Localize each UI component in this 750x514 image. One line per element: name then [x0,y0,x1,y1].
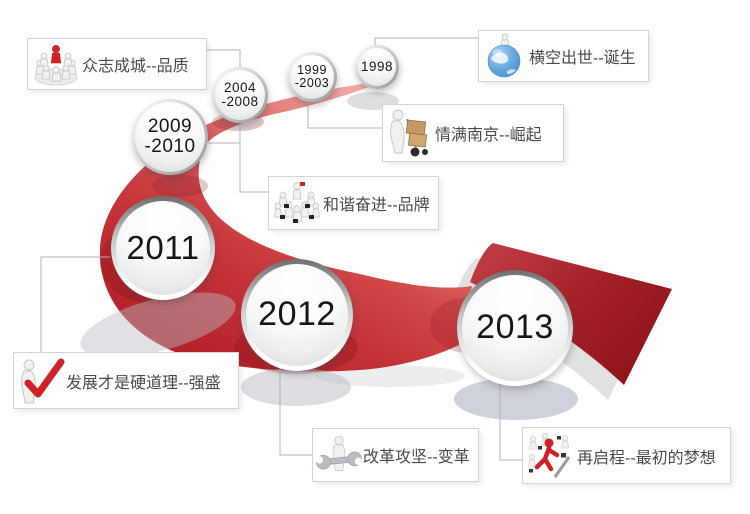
hand-truck-figure-icon [385,107,435,159]
year-node-2004-2008: 2004-2008 [212,67,268,123]
wrench-figure-icon [315,431,363,479]
year-node-2009-2010: 2009-2010 [132,99,208,175]
callout-mengxiang: 再启程--最初的梦想 [522,427,731,484]
crowd-podium-icon [30,41,82,87]
callout-pinzhi: 众志成城--品质 [27,38,207,90]
shadow-2012 [241,368,351,406]
checkmark-figure-icon [16,356,66,406]
callout-jueqi: 情满南京--崛起 [382,104,564,162]
runner-figure-icon [525,431,577,481]
callout-qiangsheng: 发展才是硬道理--强盛 [13,352,239,409]
year-node-2013: 2013 [457,270,573,386]
year-node-1998: 1998 [355,45,399,89]
team-figures-icon [271,179,323,227]
shadow-2013 [454,378,578,420]
callout-dansheng: 横空出世--诞生 [478,30,649,82]
year-node-2012: 2012 [241,259,353,371]
shadow-2011 [80,292,236,358]
callout-biange: 改革攻坚--变革 [312,428,479,482]
year-node-2011: 2011 [111,196,215,300]
year-node-1999-2003: 1999-2003 [287,52,337,102]
callout-pinpai: 和谐奋进--品牌 [268,176,439,230]
connector-lines [40,37,522,461]
globe-figure-icon [481,32,529,80]
